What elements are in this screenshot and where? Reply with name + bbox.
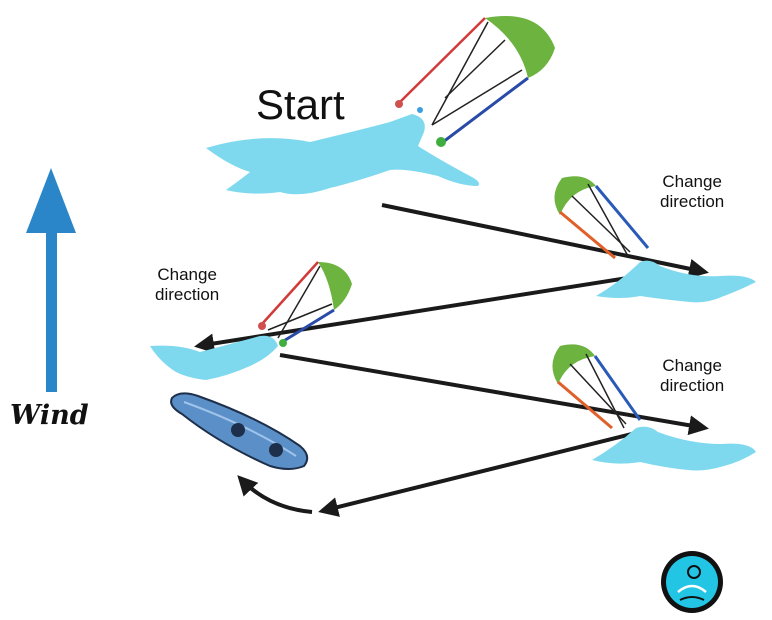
kite-icon (552, 344, 642, 430)
kitesurfer-icon (596, 260, 756, 303)
kite-icon (554, 176, 650, 260)
wind-arrow-icon (26, 168, 76, 392)
path-arrow-1 (381, 203, 709, 279)
return-arrow-icon (237, 475, 313, 514)
logo-badge-icon (661, 551, 723, 613)
wind-label: Wind (10, 400, 89, 431)
course-path (194, 203, 709, 517)
change-direction-label-3: Change direction (660, 356, 725, 396)
path-arrow-2 (194, 274, 641, 354)
start-label: Start (256, 81, 345, 128)
boat-icon (170, 392, 309, 470)
change-direction-label-1: Change direction (660, 172, 725, 212)
change-direction-label-2: Change direction (155, 265, 220, 305)
path-arrow-3 (279, 353, 709, 436)
kite-icon (395, 16, 555, 147)
path-arrow-4 (318, 430, 641, 517)
kite-icon (258, 261, 352, 347)
kitesurfer-icon (206, 114, 479, 195)
kitesurfer-icon (150, 335, 278, 380)
kitesurfer-icon (592, 426, 756, 471)
passenger-icon (269, 443, 283, 457)
passenger-icon (231, 423, 245, 437)
